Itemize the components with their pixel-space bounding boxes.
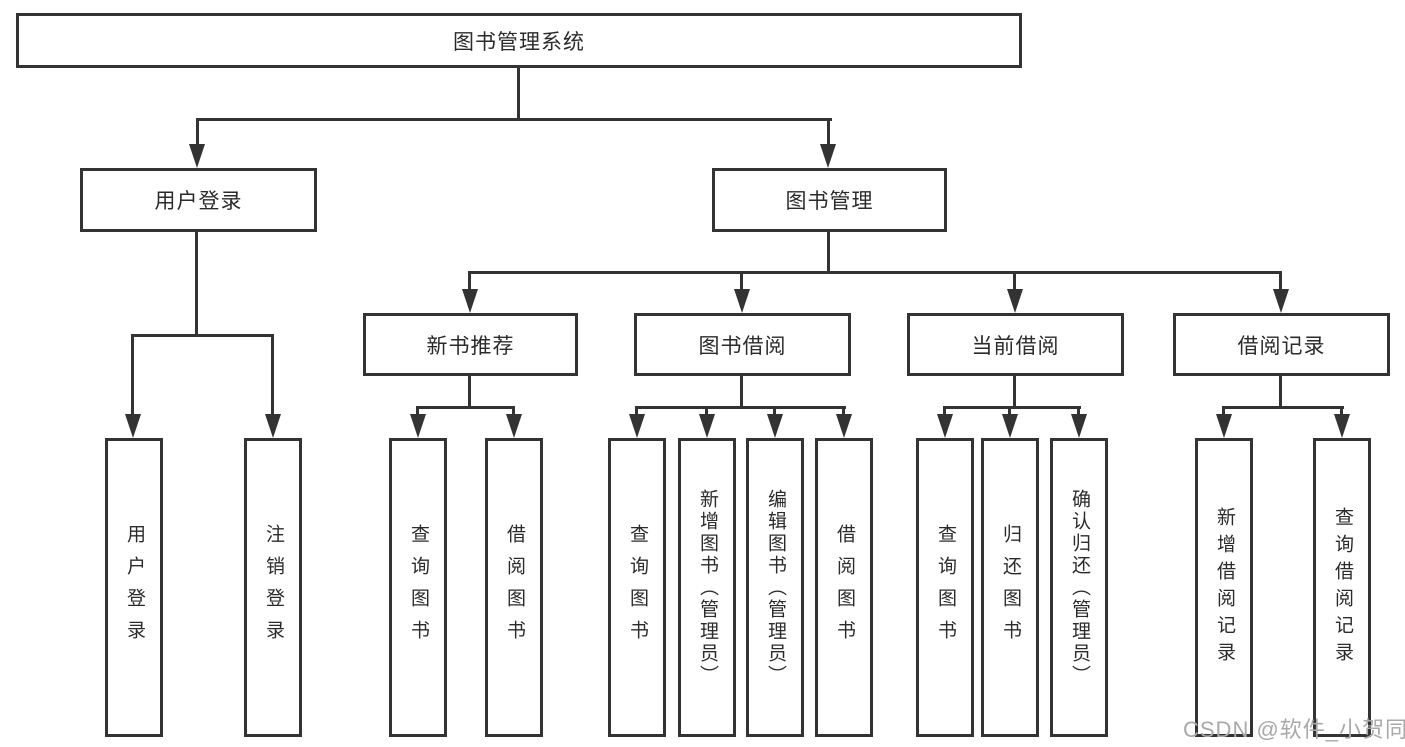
arrow-down-icon <box>1002 414 1018 438</box>
connector-line <box>196 118 832 121</box>
connector-line <box>416 406 419 416</box>
connector-line <box>1013 271 1016 291</box>
arrow-down-icon <box>767 414 783 438</box>
leaf-borrow-books-recommend: 借阅图书 <box>485 438 543 737</box>
leaf-return-books: 归还图书 <box>981 438 1039 737</box>
leaf-edit-books-admin: 编辑图书（管理员） <box>746 438 804 737</box>
connector-line <box>195 232 198 336</box>
connector-line <box>1013 376 1016 409</box>
connector-line <box>517 68 520 118</box>
connector-line <box>773 406 776 416</box>
connector-line <box>740 376 743 409</box>
connector-line <box>468 271 1282 274</box>
connector-line <box>416 406 515 409</box>
connector-line <box>740 271 743 291</box>
watermark: CSDN @软件_小贺同学 <box>1183 717 1405 742</box>
arrow-down-icon <box>1071 414 1087 438</box>
connector-line <box>196 118 199 146</box>
arrow-down-icon <box>629 414 645 438</box>
arrow-down-icon <box>820 144 836 168</box>
connector-line <box>943 406 946 416</box>
connector-line <box>827 232 830 274</box>
connector-line <box>635 406 638 416</box>
connector-line <box>635 406 846 409</box>
arrow-down-icon <box>1216 414 1232 438</box>
node-root: 图书管理系统 <box>16 13 1022 68</box>
connector-line <box>1279 376 1282 409</box>
node-user-login: 用户登录 <box>80 168 317 232</box>
connector-line <box>943 406 1081 409</box>
arrow-down-icon <box>1007 289 1023 313</box>
leaf-add-books-admin: 新增图书（管理员） <box>678 438 736 737</box>
leaf-add-borrow-record: 新增借阅记录 <box>1195 438 1253 737</box>
connector-line <box>271 334 274 416</box>
node-book-borrow: 图书借阅 <box>634 313 851 376</box>
node-new-book-recommend: 新书推荐 <box>363 313 578 376</box>
connector-line <box>1008 406 1011 416</box>
arrow-down-icon <box>699 414 715 438</box>
connector-line <box>468 271 471 291</box>
arrow-down-icon <box>462 289 478 313</box>
node-book-management: 图书管理 <box>712 168 947 232</box>
arrow-down-icon <box>1334 414 1350 438</box>
leaf-query-books-borrow: 查询图书 <box>608 438 666 737</box>
leaf-query-books-current: 查询图书 <box>916 438 974 737</box>
leaf-query-books-recommend: 查询图书 <box>389 438 447 737</box>
arrow-down-icon <box>734 289 750 313</box>
connector-line <box>468 376 471 409</box>
arrow-down-icon <box>1273 289 1289 313</box>
arrow-down-icon <box>189 144 205 168</box>
node-current-borrow: 当前借阅 <box>907 313 1124 376</box>
connector-line <box>131 334 274 337</box>
arrow-down-icon <box>506 414 522 438</box>
leaf-borrow-books: 借阅图书 <box>815 438 873 737</box>
leaf-query-borrow-record: 查询借阅记录 <box>1313 438 1371 737</box>
arrow-down-icon <box>836 414 852 438</box>
connector-line <box>842 406 845 416</box>
connector-line <box>705 406 708 416</box>
connector-line <box>1222 406 1344 409</box>
connector-line <box>512 406 515 416</box>
leaf-user-login: 用户登录 <box>105 438 163 737</box>
connector-line <box>1340 406 1343 416</box>
arrow-down-icon <box>937 414 953 438</box>
arrow-down-icon <box>410 414 426 438</box>
connector-line <box>1279 271 1282 291</box>
connector-line <box>131 334 134 416</box>
connector-line <box>1077 406 1080 416</box>
connector-line <box>1222 406 1225 416</box>
connector-line <box>827 118 830 146</box>
arrow-down-icon <box>125 414 141 438</box>
leaf-logout: 注销登录 <box>244 438 302 737</box>
arrow-down-icon <box>265 414 281 438</box>
node-borrow-records: 借阅记录 <box>1173 313 1390 376</box>
leaf-confirm-return-admin: 确认归还（管理员） <box>1050 438 1108 737</box>
